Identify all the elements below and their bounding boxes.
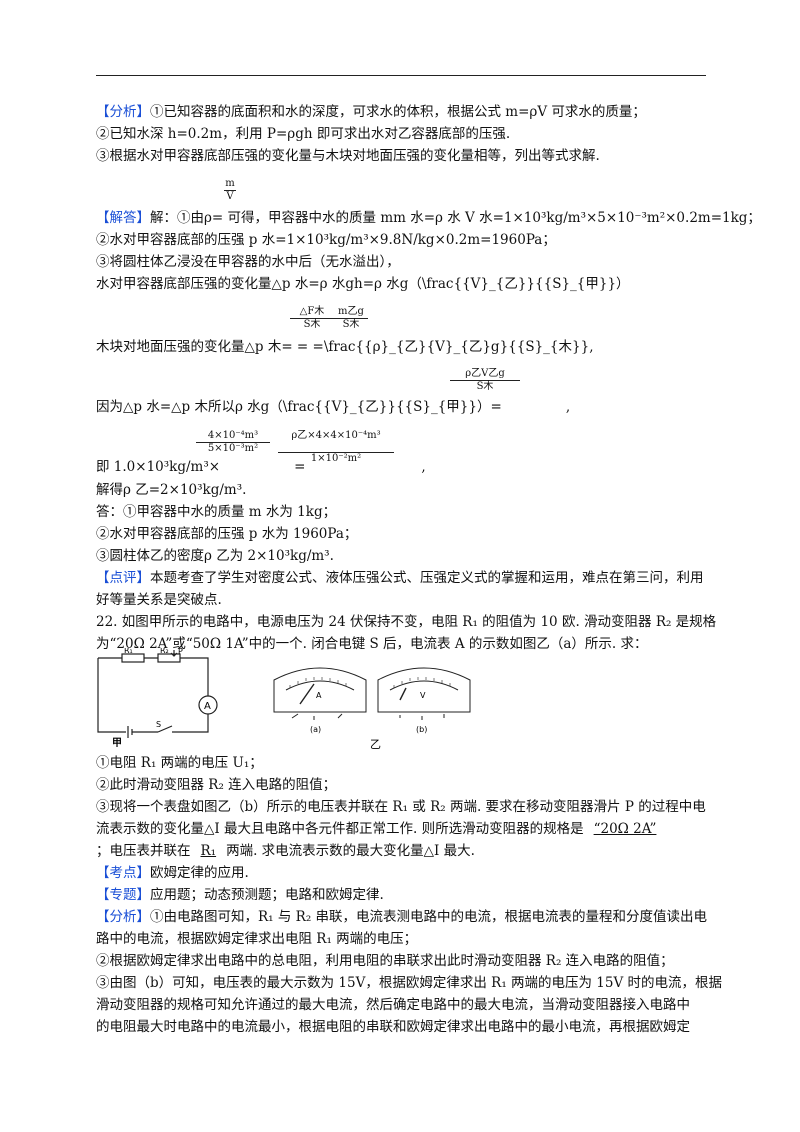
solution-line-3: ③将圆柱体乙浸没在甲容器的水中后（无水溢出），	[96, 254, 400, 270]
solution-line-8: 解得ρ 乙=2×10³kg/m³.	[96, 482, 247, 498]
topic-line: 【考点】欧姆定律的应用.	[96, 865, 249, 881]
analysis-tag: 【分析】	[96, 104, 150, 120]
meter-a-letter: A	[316, 691, 322, 700]
subject-tag: 【专题】	[96, 887, 150, 903]
header-rule	[96, 75, 706, 76]
solution-line-5: 木块对地面压强的变化量△p 木= = =\frac{{ρ}_{乙}{V}_{乙}…	[96, 339, 594, 355]
meters-figure: A V (a) (b) 乙	[273, 667, 471, 751]
question-part-3b: 流表示数的变化量△I 最大且电路中各元件都正常工作. 则所选滑动变阻器的规格是“…	[96, 820, 666, 838]
circuit-diagram: R₁ R₂ P A S 甲	[97, 648, 218, 748]
answer-line-1: 答：①甲容器中水的质量 m 水为 1kg；	[96, 504, 337, 520]
fraction-rho-v-g: ρ乙V乙g S木	[450, 368, 520, 393]
r1-label: R₁	[124, 648, 133, 655]
ammeter-symbol: A	[204, 701, 211, 712]
solution-line-6: 因为△p 水=△p 木所以ρ 水g（\frac{{V}_{乙}}{{S}_{甲}…	[96, 399, 571, 415]
subject-line: 【专题】应用题；动态预测题；电路和欧姆定律.	[96, 887, 384, 903]
circuit-caption: 甲	[112, 737, 122, 748]
analysis2-line-4: ③由图（b）可知，电压表的最大示数为 15V，根据欧姆定律求出 R₁ 两端的电压…	[96, 975, 723, 991]
solution-line-1: 【解答】解：①由ρ= 可得，甲容器中水的质量 mm 水=ρ 水 V 水=1×10…	[96, 210, 761, 226]
analysis-line-2: ②已知水深 h=0.2m，利用 P=ρgh 即可求出水对乙容器底部的压强.	[96, 126, 511, 142]
analysis2-line-3: ②根据欧姆定律求出电路中的总电阻，利用电阻的串联求出此时滑动变阻器 R₂ 连入电…	[96, 953, 674, 969]
answer-rheostat-spec: “20Ω 2A”	[593, 821, 657, 837]
meter-a-caption: (a)	[310, 725, 321, 734]
question-line-2: 为“20Ω 2A”或“50Ω 1A”中的一个. 闭合电键 S 后，电流表 A 的…	[96, 636, 648, 652]
meter-b-letter: V	[420, 691, 426, 700]
fraction-mg-over-S: m乙g S木	[334, 306, 368, 331]
fraction-volume-area: 4×10⁻⁴m³ 5×10⁻³m²	[196, 430, 270, 455]
slider-p-label: P	[178, 648, 183, 656]
answer-line-2: ②水对甲容器底部的压强 p 水为 1960Pa；	[96, 526, 358, 542]
comment-line-2: 好等量关系是突破点.	[96, 592, 222, 608]
analysis-line-1: 【分析】①已知容器的底面积和水的深度，可求水的体积，根据公式 m=ρV 可求水的…	[96, 104, 646, 120]
r2-label: R₂	[160, 648, 169, 655]
analysis2-line-5: 滑动变阻器的规格可知允许通过的最大电流，然后确定电路中的最大电流，当滑动变阻器接…	[96, 997, 690, 1013]
analysis2-line-6: 的电阻最大时电路中的电流最小，根据电阻的串联和欧姆定律求出电路中的最小电流，再根…	[96, 1019, 690, 1035]
fraction-rho-result: ρ乙×4×4×10⁻⁴m³ 1×10⁻²m²	[278, 430, 394, 465]
analysis2-line-2: 路中的电流，根据欧姆定律求出电阻 R₁ 两端的电压；	[96, 931, 418, 947]
meter-b-caption: (b)	[416, 725, 427, 734]
analysis-line-3: ③根据水对甲容器底部压强的变化量与木块对地面压强的变化量相等，列出等式求解.	[96, 148, 600, 164]
analysis2-line-1: 【分析】①由电路图可知，R₁ 与 R₂ 串联，电流表测电路中的电流，根据电流表的…	[96, 909, 708, 925]
answer-voltmeter-position: R₁	[200, 843, 217, 859]
solution-line-2: ②水对甲容器底部的压强 p 水=1×10³kg/m³×9.8N/kg×0.2m=…	[96, 232, 556, 248]
meters-caption: 乙	[370, 738, 381, 751]
analysis2-tag: 【分析】	[96, 909, 150, 925]
solution-line-4: 水对甲容器底部压强的变化量△p 水=ρ 水gh=ρ 水g（\frac{{V}_{…	[96, 276, 630, 292]
fraction-m-over-v: m V	[224, 178, 236, 202]
comment-line-1: 【点评】本题考查了学生对密度公式、液体压强公式、压强定义式的掌握和运用，难点在第…	[96, 570, 704, 586]
comment-tag: 【点评】	[96, 570, 150, 586]
solution-line-7: 即 1.0×10³kg/m³×=,	[96, 459, 426, 475]
topic-tag: 【考点】	[96, 865, 150, 881]
solution-tag: 【解答】	[96, 210, 150, 226]
question-part-1: ①电阻 R₁ 两端的电压 U₁；	[96, 755, 263, 771]
fraction-dF-over-S: △F木 S木	[290, 306, 334, 331]
question-part-3: ③现将一个表盘如图乙（b）所示的电压表并联在 R₁ 或 R₂ 两端. 要求在移动…	[96, 799, 706, 815]
question-part-2: ②此时滑动变阻器 R₂ 连入电路的阻值；	[96, 777, 337, 793]
question-line-1: 22. 如图甲所示的电路中，电源电压为 24 伏保持不变，电阻 R₁ 的阻值为 …	[96, 614, 717, 630]
answer-line-3: ③圆柱体乙的密度ρ 乙为 2×10³kg/m³.	[96, 548, 334, 564]
switch-label: S	[156, 720, 161, 729]
